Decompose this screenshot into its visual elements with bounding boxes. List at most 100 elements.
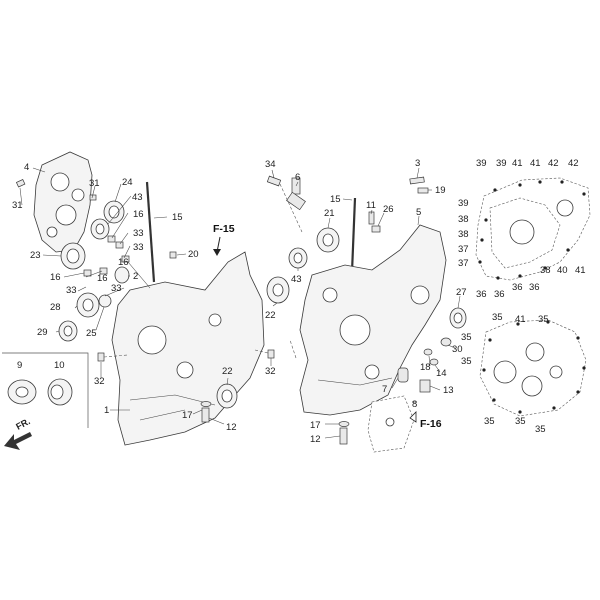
callout-22: 22 [222,366,233,377]
callout-42: 42 [548,158,559,169]
part-11-bolt [368,211,375,225]
callout-27: 27 [456,287,467,298]
callout-14: 14 [436,368,447,379]
callout-43: 43 [132,192,143,203]
callout-11: 11 [366,200,376,211]
callout-36: 36 [494,289,505,300]
part-3-plate [409,176,425,185]
callout-40: 40 [557,265,568,276]
callout-41: 41 [530,158,541,169]
callout-10: 10 [54,360,65,371]
callout-37: 37 [458,258,469,269]
part-23-bearing [60,242,86,270]
part-34-bolt [266,175,282,187]
part-24-bearing [103,200,125,224]
part-30-bolt [440,337,452,347]
callout-33: 33 [133,242,144,253]
callout-35: 35 [461,356,472,367]
callout-26: 26 [383,204,394,215]
callout-39: 39 [496,158,507,169]
callout-6: 6 [295,172,300,183]
callout-33: 33 [66,285,77,296]
part-26-clip [371,225,381,233]
part-2-seal [114,266,130,284]
callout-35: 35 [484,416,495,427]
callout-19: 19 [435,185,446,196]
callout-13: 13 [443,385,454,396]
callout-35: 35 [461,332,472,343]
callout-32: 32 [94,376,105,387]
part-27-seal [449,307,467,329]
callout-23: 23 [30,250,41,261]
callout-21: 21 [324,208,335,219]
callout-17: 17 [182,410,193,421]
callout-38: 38 [458,214,469,225]
callout-31: 31 [12,200,23,211]
part-21-bearing [316,227,340,253]
callout-39: 39 [476,158,487,169]
part-20-bolt [169,251,177,259]
callout-labels: 4 31 31 24 43 16 33 33 15 23 16 16 33 2 … [12,158,586,445]
callout-9: 9 [17,360,22,371]
callout-16: 16 [118,257,129,268]
callout-36: 36 [512,282,523,293]
callout-3: 3 [415,158,420,169]
callout-38: 38 [458,229,469,240]
callout-37: 37 [458,244,469,255]
part-12-bolt-left [201,407,210,423]
part-15-stud-left [145,181,156,283]
leader-lines [19,167,461,439]
inset-box-9-10 [2,352,89,428]
callout-2: 2 [133,271,138,282]
part-19-bolt [417,187,429,194]
ref-f16-label: F-16 [420,418,442,430]
part-43-bearing [90,218,110,240]
callout-15: 15 [330,194,341,205]
callout-41: 41 [512,158,523,169]
part-5-right-crankcase [299,224,447,416]
part-31-bolts [15,179,97,201]
callout-5: 5 [416,207,421,218]
callout-24: 24 [122,177,133,188]
callout-16: 16 [50,272,61,283]
ref-f16: F-16 [409,411,442,430]
callout-4: 4 [24,162,29,173]
callout-18: 18 [420,362,431,373]
part-10-bushing [47,378,73,406]
callout-8: 8 [412,399,417,410]
callout-16: 16 [133,209,144,220]
part-43-bearing-right [288,247,308,269]
part-8-plate [367,395,415,453]
callout-1: 1 [104,405,109,416]
callout-29: 29 [37,327,48,338]
upper-gasket [475,177,591,281]
part-15-stud-right [350,197,357,273]
callout-12: 12 [310,434,321,445]
callout-35: 35 [538,314,549,325]
callout-41: 41 [515,314,526,325]
part-25-collar [98,294,112,308]
part-18-washer [423,348,433,356]
front-direction-arrow: FR. [4,416,32,450]
callout-41: 41 [575,265,586,276]
callout-36: 36 [529,282,540,293]
callout-25: 25 [86,328,97,339]
part-13-sensor [419,379,431,393]
part-22-bearing-right [266,276,290,304]
part-22-bearing-left [216,383,238,409]
callout-35: 35 [492,312,503,323]
callout-34: 34 [265,159,276,170]
callout-28: 28 [50,302,61,313]
callout-36: 36 [476,289,487,300]
part-12-bolt-right [339,427,348,445]
part-28-bearing [76,292,100,318]
callout-22: 22 [265,310,276,321]
lower-gasket [479,319,587,417]
callout-30: 30 [452,344,463,355]
front-marker-text: FR. [14,416,31,432]
ref-f15: F-15 [213,223,235,256]
callout-16: 16 [97,273,108,284]
part-9-collar [7,379,37,405]
callout-20: 20 [188,249,199,260]
callout-43: 43 [291,274,302,285]
